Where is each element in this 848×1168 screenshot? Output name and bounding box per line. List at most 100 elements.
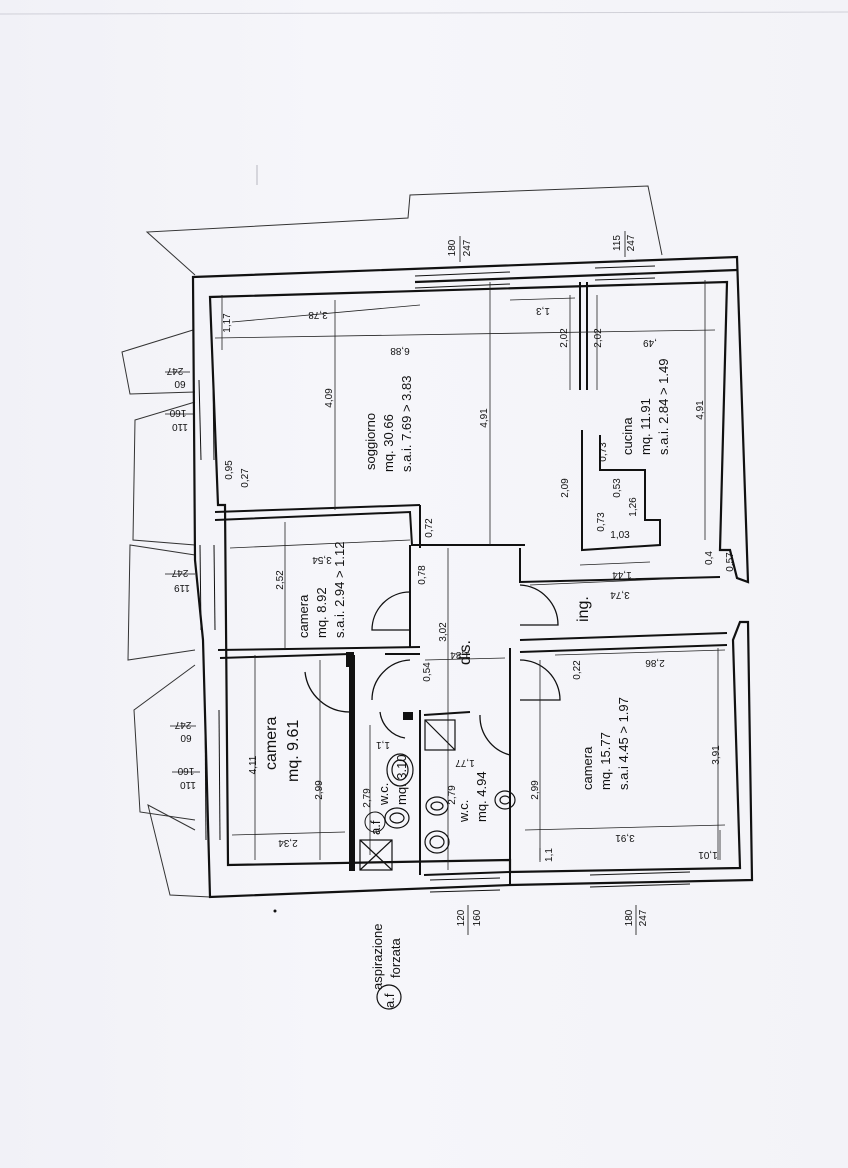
legend-symbol: a.f bbox=[382, 993, 397, 1008]
window-label-top2: 115 247 bbox=[612, 231, 637, 257]
interior-walls bbox=[214, 282, 728, 885]
dim-label: 0,57 bbox=[725, 552, 736, 572]
room-name: soggiorno bbox=[363, 413, 378, 470]
room-area: mq. 30.66 bbox=[381, 414, 396, 472]
window-label-b: 247 bbox=[171, 567, 188, 578]
dim-label: 2,79 bbox=[362, 788, 373, 808]
window-label-left3b: 160 110 bbox=[172, 765, 200, 790]
room-area: mq. 9.61 bbox=[285, 720, 302, 782]
dim-label: 3,54 bbox=[312, 554, 332, 565]
window-label-a: 60 bbox=[174, 378, 186, 389]
dim-label: 4,09 bbox=[324, 388, 335, 408]
window-label-b: 160 bbox=[472, 909, 483, 926]
dim-label: 0,78 bbox=[417, 565, 428, 585]
dim-label: 1,3 bbox=[536, 305, 550, 316]
legend-line2: forzata bbox=[388, 937, 403, 978]
dimension-labels: 3,78 1,17 6,88 4,09 4,91 1,3 2,02 2,02 ,… bbox=[222, 305, 736, 862]
room-name: camera bbox=[296, 594, 311, 638]
af-legend-circle bbox=[376, 984, 402, 1010]
dim-label: 0,27 bbox=[240, 468, 251, 488]
dim-label: 1,44 bbox=[612, 569, 632, 580]
dim-label: 2,79 bbox=[447, 785, 458, 805]
window-label-a: 60 bbox=[180, 732, 192, 743]
window-label-bottom2: 180 247 bbox=[624, 905, 649, 935]
legend-line1: aspirazione bbox=[370, 924, 385, 991]
room-area: mq. 15.77 bbox=[598, 732, 613, 790]
window-label-a: 180 bbox=[447, 239, 458, 256]
dim-label: 0,4 bbox=[704, 551, 715, 565]
dim-label: 0,54 bbox=[422, 662, 433, 682]
room-sai: s.a.i 4.45 > 1.97 bbox=[616, 697, 631, 790]
dim-label: 0,95 bbox=[224, 460, 235, 480]
room-camera-big: camera mq. 9.61 bbox=[263, 717, 302, 782]
room-sai: s.a.i. 2.94 > 1.12 bbox=[332, 542, 347, 638]
dim-label: 1,17 bbox=[222, 313, 233, 333]
dim-label: 0,73 bbox=[596, 512, 607, 532]
dim-label: 1,1 bbox=[376, 739, 390, 750]
room-name: camera bbox=[263, 717, 280, 770]
balcony-outline bbox=[121, 185, 663, 898]
window-label-a: 115 bbox=[612, 235, 623, 251]
room-cucina: cucina mq. 11.91 s.a.i. 2.84 > 1.49 bbox=[620, 359, 671, 455]
room-sai: s.a.i. 2.84 > 1.49 bbox=[656, 359, 671, 455]
dim-label: 3,78 bbox=[308, 309, 328, 320]
dim-label: ,49 bbox=[643, 337, 657, 348]
room-area: mq. 4.94 bbox=[474, 771, 489, 822]
dim-label: 0,73 bbox=[598, 442, 609, 462]
dim-label: 1,1 bbox=[544, 848, 555, 862]
dim-label: 2,02 bbox=[593, 328, 604, 348]
dim-label: 1,84 bbox=[450, 649, 470, 660]
room-name: w.c. bbox=[376, 783, 391, 806]
dim-label: 2,99 bbox=[314, 780, 325, 800]
window-label-b: 247 bbox=[166, 365, 183, 376]
dim-label: 3,02 bbox=[438, 622, 449, 642]
dim-label: 4,91 bbox=[479, 408, 490, 428]
room-name: cucina bbox=[620, 417, 635, 455]
window-label-a: 110 bbox=[172, 421, 188, 432]
room-area: mq. 11.91 bbox=[638, 398, 653, 455]
window-label-b: 247 bbox=[638, 909, 649, 926]
room-dis: dis. bbox=[457, 640, 474, 665]
window-label-left1b: 160 110 bbox=[165, 407, 195, 432]
window-label-b: 247 bbox=[462, 239, 473, 256]
dim-label: 2,34 bbox=[278, 837, 298, 848]
dim-label: 0,72 bbox=[424, 518, 435, 538]
dim-label: 2,86 bbox=[645, 657, 665, 668]
dim-label: 0,22 bbox=[572, 660, 583, 680]
dim-label: 3,74 bbox=[610, 589, 630, 600]
dim-label: 1,26 bbox=[628, 497, 639, 517]
window-label-bottom1: 120 160 bbox=[456, 905, 483, 935]
window-label-left2: 247 119 bbox=[165, 567, 195, 593]
window-label-b: 247 bbox=[626, 234, 637, 251]
room-name: w.c. bbox=[456, 800, 471, 823]
dim-label: 2,09 bbox=[560, 478, 571, 498]
window-label-a: 110 bbox=[180, 779, 196, 790]
window-label-a: 120 bbox=[456, 909, 467, 926]
af-marker-circle bbox=[364, 811, 386, 833]
dim-label: 0,53 bbox=[612, 478, 623, 498]
dim-label: 3,91 bbox=[711, 745, 722, 765]
bathroom-fixtures bbox=[359, 719, 516, 871]
room-ing: ing. bbox=[575, 596, 592, 622]
dim-label: 1,77 bbox=[455, 757, 475, 768]
dim-label: 4,11 bbox=[248, 755, 259, 774]
window-label-b: 160 bbox=[177, 765, 194, 776]
window-label-left1a: 247 60 bbox=[165, 365, 190, 389]
dim-label: 2,99 bbox=[530, 780, 541, 800]
room-area: mq. 8.92 bbox=[314, 587, 329, 638]
window-label-b: 160 bbox=[169, 407, 186, 418]
room-soggiorno: soggiorno mq. 30.66 s.a.i. 7.69 > 3.83 bbox=[363, 376, 414, 472]
window-label-top1: 180 247 bbox=[447, 236, 473, 262]
window-label-a: 180 bbox=[624, 909, 635, 926]
room-wc2: w.c. mq. 4.94 bbox=[456, 771, 489, 823]
room-wc1: w.c. mq. 3.10 bbox=[376, 754, 409, 806]
window-label-b: 247 bbox=[174, 719, 191, 730]
dim-label: 6,88 bbox=[390, 345, 410, 356]
window-label-left3a: 247 60 bbox=[170, 719, 196, 743]
room-camera-right: camera mq. 15.77 s.a.i 4.45 > 1.97 bbox=[580, 697, 631, 790]
window-labels: 180 247 115 247 247 60 160 110 247 119 2… bbox=[165, 231, 649, 935]
room-camera-small: camera mq. 8.92 s.a.i. 2.94 > 1.12 bbox=[296, 542, 347, 638]
dim-label: 4,91 bbox=[695, 400, 706, 420]
